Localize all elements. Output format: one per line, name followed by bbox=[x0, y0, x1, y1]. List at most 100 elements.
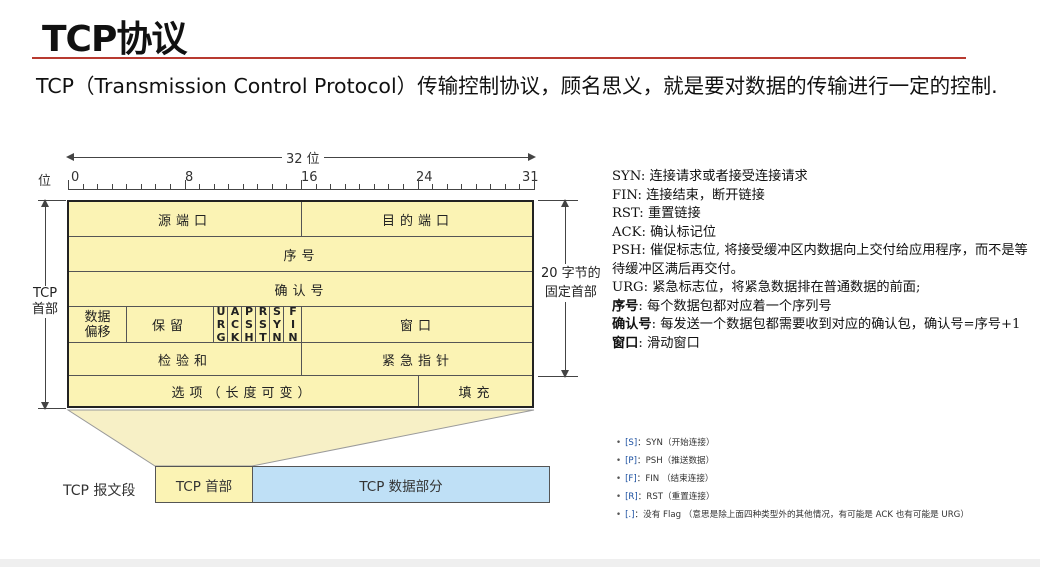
desc-ack-number: 确认号: 每发送一个数据包都需要收到对应的确认包，确认号=序号+1 bbox=[612, 317, 1021, 332]
bracket-bottom-tick bbox=[38, 408, 66, 409]
flag-fin: FIN bbox=[284, 305, 302, 344]
bracket-arrow-down-icon bbox=[41, 402, 49, 410]
tcp-header-label: TCP 首部 bbox=[32, 286, 59, 318]
ruler-tick bbox=[169, 184, 171, 189]
row-control: 数据 偏移 保留 URG ACK PSH RST SYN FIN 窗口 bbox=[69, 305, 532, 344]
desc-rst: RST: 重置链接 bbox=[612, 206, 701, 221]
field-padding: 填充 bbox=[458, 385, 495, 401]
field-source-port: 源端口 bbox=[69, 202, 302, 236]
ruler-tick bbox=[242, 184, 244, 189]
desc-fin: FIN: 连接结束，断开链接 bbox=[612, 187, 765, 203]
ruler-tick bbox=[155, 184, 157, 189]
field-urgent-pointer: 紧急指针 bbox=[381, 353, 454, 369]
ruler-tick bbox=[417, 180, 419, 190]
fixed-bottom-tick bbox=[538, 376, 578, 377]
bullet-icon: • bbox=[616, 492, 622, 502]
legend-item: •[R]：RST（重置连接） bbox=[616, 492, 715, 502]
ruler-tick bbox=[301, 180, 302, 190]
width-arrow-left bbox=[66, 153, 74, 161]
field-window: 窗口 bbox=[399, 319, 436, 334]
tick-label-8: 8 bbox=[185, 170, 194, 185]
ruler-tick bbox=[373, 184, 375, 189]
row-ack: 确认号 bbox=[69, 272, 532, 307]
row-seq: 序号 bbox=[69, 237, 532, 272]
ruler-tick bbox=[97, 184, 99, 189]
tick-label-0: 0 bbox=[71, 170, 80, 185]
field-options: 选项（长度可变） bbox=[69, 376, 419, 406]
ruler-tick bbox=[68, 180, 69, 190]
bracket-arrow-up-icon bbox=[41, 199, 49, 207]
flag-urg: URG bbox=[214, 305, 228, 344]
ruler-tick bbox=[315, 184, 317, 189]
ruler-tick bbox=[519, 184, 521, 189]
row-options: 选项（长度可变） 填充 bbox=[69, 376, 532, 406]
ruler-tick bbox=[446, 184, 448, 189]
bullet-icon: • bbox=[616, 510, 622, 520]
tcp-header-table: 源端口 目的端口 序号 确认号 数据 偏移 保留 URG ACK PSH RST… bbox=[67, 200, 534, 408]
ruler-tick bbox=[184, 180, 186, 190]
legend-item: •[S]：SYN（开始连接） bbox=[616, 438, 715, 448]
bullet-icon: • bbox=[616, 438, 622, 448]
field-reserved: 保留 bbox=[127, 307, 214, 342]
legend-item: •[.]：没有 Flag （意思是除上面四种类型外的其他情况，有可能是 ACK … bbox=[616, 510, 969, 520]
desc-psh: PSH: 催促标志位, 将接受缓冲区内数据向上交付给应用程序，而不是等待缓冲区满… bbox=[612, 243, 1028, 277]
ruler-tick bbox=[271, 184, 273, 189]
desc-urg: URG: 紧急标志位，将紧急数据排在普通数据的前面; bbox=[612, 280, 921, 295]
flag-psh: PSH bbox=[242, 305, 256, 344]
tick-label-16: 16 bbox=[301, 170, 318, 185]
desc-ack: ACK: 确认标记位 bbox=[612, 224, 717, 240]
ruler-tick bbox=[286, 184, 288, 189]
ruler-tick bbox=[461, 184, 463, 189]
ruler-tick bbox=[359, 184, 361, 189]
ruler-tick bbox=[82, 184, 84, 189]
slide-title: TCP协议 bbox=[42, 19, 187, 60]
flag-legend: •[S]：SYN（开始连接） •[P]：PSH（推送数据） •[F]：FIN （… bbox=[616, 434, 969, 524]
ruler-tick bbox=[490, 184, 492, 189]
bottom-band bbox=[0, 559, 1040, 567]
bracket-top-tick bbox=[38, 200, 66, 201]
legend-item: •[F]：FIN （结束连接） bbox=[616, 474, 714, 484]
ruler-tick bbox=[213, 184, 215, 189]
fixed-header-label: 20 字节的 固定首部 bbox=[541, 264, 601, 302]
ruler-tick bbox=[140, 184, 142, 189]
row-ports: 源端口 目的端口 bbox=[69, 202, 532, 237]
segment-header-part: TCP 首部 bbox=[156, 467, 253, 502]
ruler-tick bbox=[228, 184, 230, 189]
ruler-tick bbox=[199, 184, 201, 189]
ruler-tick bbox=[344, 184, 346, 189]
title-divider bbox=[32, 57, 966, 59]
fixed-arrow-down-icon bbox=[561, 370, 569, 378]
ruler-tick bbox=[257, 184, 259, 189]
desc-syn: SYN: 连接请求或者接受连接请求 bbox=[612, 169, 808, 184]
field-sequence-number: 序号 bbox=[283, 248, 320, 264]
width-arrow-right bbox=[528, 153, 536, 161]
flag-descriptions: SYN: 连接请求或者接受连接请求 FIN: 连接结束，断开链接 RST: 重置… bbox=[612, 168, 1032, 353]
tick-label-24: 24 bbox=[416, 170, 433, 185]
intro-paragraph: TCP（Transmission Control Protocol）传输控制协议… bbox=[36, 74, 998, 98]
legend-item: •[P]：PSH（推送数据） bbox=[616, 456, 715, 466]
flag-syn: SYN bbox=[270, 305, 284, 344]
ruler-tick bbox=[534, 180, 535, 190]
field-dest-port: 目的端口 bbox=[381, 213, 454, 229]
flag-rst: RST bbox=[256, 305, 270, 344]
width-label: 32 位 bbox=[282, 148, 324, 167]
ruler-tick bbox=[402, 184, 404, 189]
row-checksum: 检验和 紧急指针 bbox=[69, 343, 532, 376]
fixed-top-tick bbox=[538, 200, 578, 201]
ruler-tick bbox=[126, 184, 128, 189]
field-checksum: 检验和 bbox=[69, 343, 302, 375]
flag-ack: ACK bbox=[228, 305, 242, 344]
field-ack-number: 确认号 bbox=[274, 283, 329, 299]
ruler-tick bbox=[504, 184, 506, 189]
bullet-icon: • bbox=[616, 456, 622, 466]
tcp-segment-bar: TCP 首部 TCP 数据部分 bbox=[155, 466, 550, 503]
segment-label: TCP 报文段 bbox=[63, 483, 136, 499]
bullet-icon: • bbox=[616, 474, 622, 484]
desc-window: 窗口: 滑动窗口 bbox=[612, 335, 700, 351]
bit-axis-label: 位 bbox=[38, 174, 52, 189]
segment-data-part: TCP 数据部分 bbox=[253, 467, 549, 502]
ruler-tick bbox=[111, 184, 113, 189]
ruler-tick bbox=[432, 184, 434, 189]
fixed-arrow-up-icon bbox=[561, 199, 569, 207]
ruler-tick bbox=[388, 184, 390, 189]
